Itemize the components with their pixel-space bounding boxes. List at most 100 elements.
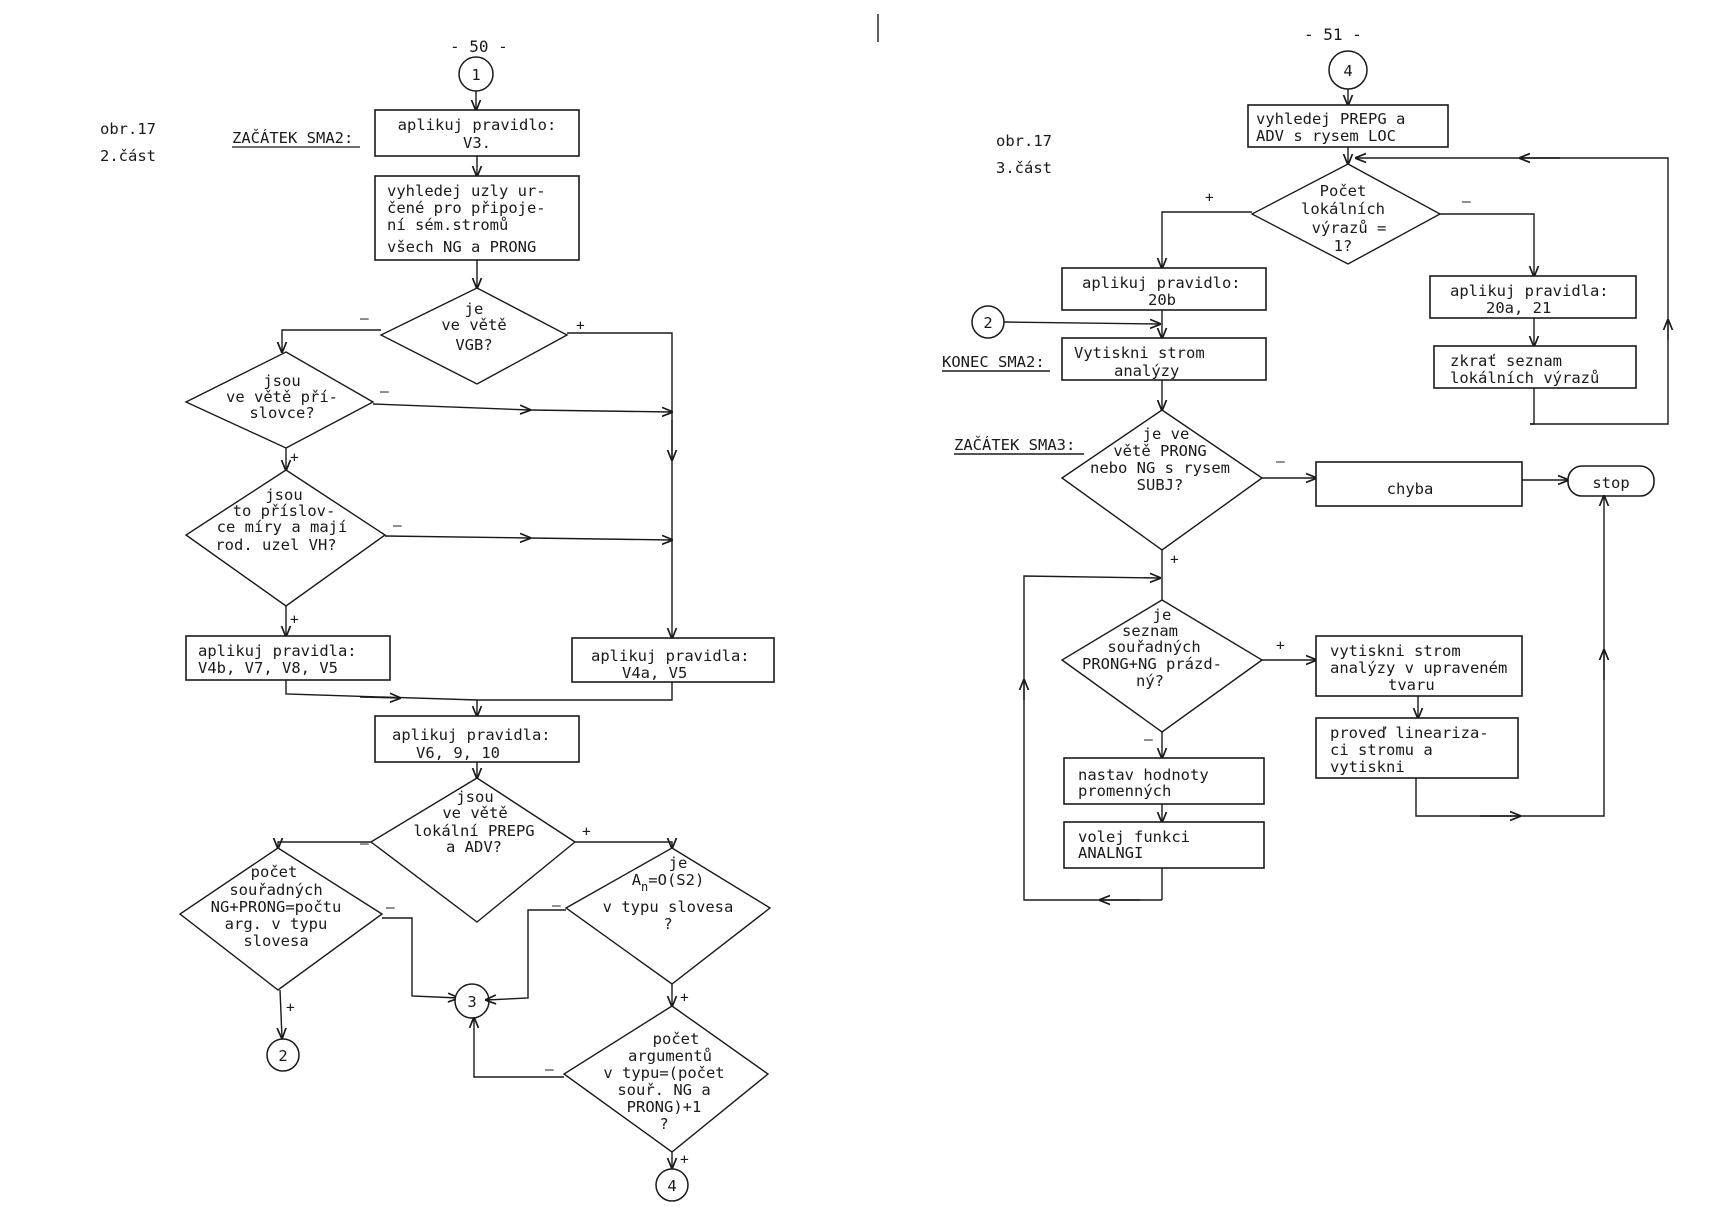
box-print-modified — [1315, 635, 1523, 697]
connector-4-right-label: 4 — [1343, 62, 1352, 80]
figure-part-left: 2.část — [100, 147, 156, 165]
box-print-tree-line2: analýzy — [1114, 362, 1179, 380]
decision-adverbs-line1: jsou — [263, 372, 300, 390]
page-number-50: - 50 - — [450, 37, 508, 56]
figure-label-left: obr.17 — [100, 120, 156, 138]
decision-measure-line2: to příslov- — [233, 502, 336, 520]
edge-c2-merge — [1003, 322, 1160, 324]
box-print-mod-line1: vytiskni strom — [1330, 642, 1461, 660]
box-apply-v4a-line1: aplikuj pravidla: — [591, 647, 750, 665]
decision-count-args — [178, 847, 384, 991]
decision-vgb-yes: + — [576, 318, 585, 334]
box-apply-20b — [1061, 267, 1267, 311]
decision-list-line3: souřadných — [1107, 638, 1200, 656]
box-apply-v4b-line2: V4b, V7, V8, V5 — [198, 659, 338, 677]
decision-args-line2: argumentů — [628, 1047, 712, 1065]
decision-adverbs-line3: slovce? — [249, 404, 314, 422]
decision-vgb-line3: VGB? — [455, 336, 492, 354]
box-find-prepg-line2: ADV s rysem LOC — [1256, 127, 1396, 145]
box-find-prepg-line1: vyhledej PREPG a — [1256, 110, 1405, 128]
box-apply-v6 — [374, 715, 580, 763]
decision-an-line3: v typu slovesa — [603, 898, 734, 916]
box-apply-v4a — [571, 637, 775, 683]
terminal-stop-label: stop — [1592, 474, 1629, 492]
box-shorten-line1: zkrať seznam — [1450, 352, 1562, 370]
box-linearize-line2: ci stromu a — [1330, 741, 1433, 759]
decision-args-line1: počet — [653, 1030, 700, 1048]
box-apply-v3-line2: V3. — [463, 134, 491, 152]
box-linearize — [1315, 717, 1519, 779]
page-number-51: - 51 - — [1304, 25, 1362, 44]
edge-args-no — [474, 1018, 564, 1078]
decision-local-prepg — [369, 777, 577, 923]
decision-list-line4: PRONG+NG prázd- — [1082, 655, 1222, 673]
decision-an-line4: ? — [663, 915, 672, 933]
box-apply-v3 — [374, 109, 580, 157]
decision-vgb-line2: ve větě — [441, 316, 506, 334]
box-call-line1: volej funkci — [1078, 828, 1190, 846]
decision-vgb — [379, 287, 569, 385]
decision-local-no: – — [360, 836, 369, 852]
decision-measure-line4: rod. uzel VH? — [215, 536, 336, 554]
edge-local-no — [278, 842, 371, 848]
decision-count-line2: souřadných — [229, 881, 322, 899]
decision-local-line3: lokální PREPG — [413, 822, 534, 840]
edge-adverbs-no-2 — [529, 410, 672, 412]
decision-count-line5: slovesa — [243, 932, 308, 950]
decision-args-line6: ? — [659, 1115, 668, 1133]
box-print-mod-line3: tvaru — [1388, 676, 1435, 694]
decision-measure-line3: ce míry a mají — [217, 518, 348, 536]
page-50: - 50 - obr.17 2.část ZAČÁTEK SMA2: 1 apl… — [100, 37, 775, 1202]
edge-an-no — [486, 909, 566, 1000]
decision-an-yes: + — [680, 990, 689, 1006]
decision-list-line1: je — [1153, 606, 1172, 624]
box-error — [1315, 461, 1523, 507]
decision-measure-line1: jsou — [265, 486, 302, 504]
box-shorten-line2: lokálních výrazů — [1450, 369, 1599, 387]
decision-subj-line4: SUBJ? — [1137, 476, 1184, 494]
decision-vgb-no: – — [360, 311, 369, 327]
decision-adverbs-no: – — [380, 384, 389, 400]
edge-measure-no — [384, 536, 530, 538]
box-find-nodes-line3: ní sém.stromů — [387, 216, 508, 234]
box-apply-v6-line1: aplikuj pravidla: — [392, 726, 551, 744]
box-find-nodes-line4: všech NG a PRONG — [387, 238, 536, 256]
decision-subj-line2: větě PRONG — [1113, 442, 1206, 460]
box-apply-v4a-line2: V4a, V5 — [622, 664, 687, 682]
edge-local-yes — [575, 842, 672, 848]
decision-subj-line3: nebo NG s rysem — [1090, 459, 1230, 477]
decision-local-count-yes: + — [1205, 190, 1214, 206]
box-shorten-list — [1433, 345, 1637, 389]
box-apply-20a — [1429, 275, 1637, 319]
page-51: - 51 - obr.17 3.část 4 vyhledej PREPG a … — [942, 25, 1668, 900]
decision-count-yes: + — [286, 1000, 295, 1016]
decision-list-yes: + — [1276, 638, 1285, 654]
box-print-mod-line2: analýzy v upraveném — [1330, 659, 1507, 677]
decision-local-line2: ve větě — [442, 804, 507, 822]
decision-an-line2: An=O(S2) — [632, 871, 705, 894]
decision-args-line5: PRONG)+1 — [627, 1098, 702, 1116]
decision-an-line1: je — [669, 854, 688, 872]
figure-label-right: obr.17 — [996, 132, 1052, 150]
terminal-stop — [1567, 465, 1655, 497]
decision-measure-yes: + — [290, 612, 299, 628]
decision-list-no: – — [1144, 732, 1153, 748]
decision-subj-yes: + — [1170, 552, 1179, 568]
box-print-tree-line1: Vytiskni strom — [1074, 344, 1205, 362]
edge-vgb-no — [282, 329, 381, 352]
decision-subj-no: – — [1276, 454, 1285, 470]
box-apply-v4b-line1: aplikuj pravidla: — [198, 642, 357, 660]
decision-args-yes: + — [680, 1152, 689, 1168]
edge-v4b-merge — [285, 680, 478, 701]
decision-list-line2: seznam — [1122, 622, 1178, 640]
decision-args-line3: v typu=(počet — [603, 1064, 724, 1082]
edge-adverbs-no — [372, 403, 530, 410]
box-call-line2: ANALNGI — [1078, 844, 1143, 862]
box-set-values — [1063, 757, 1265, 805]
decision-args-no: – — [545, 1062, 554, 1078]
decision-count-line4: arg. v typu — [225, 915, 328, 933]
box-apply-20b-line1: aplikuj pravidlo: — [1082, 274, 1241, 292]
decision-count-no: – — [386, 900, 395, 916]
box-set-values-line2: promenných — [1078, 782, 1171, 800]
decision-local-count-line4: 1? — [1334, 237, 1353, 255]
